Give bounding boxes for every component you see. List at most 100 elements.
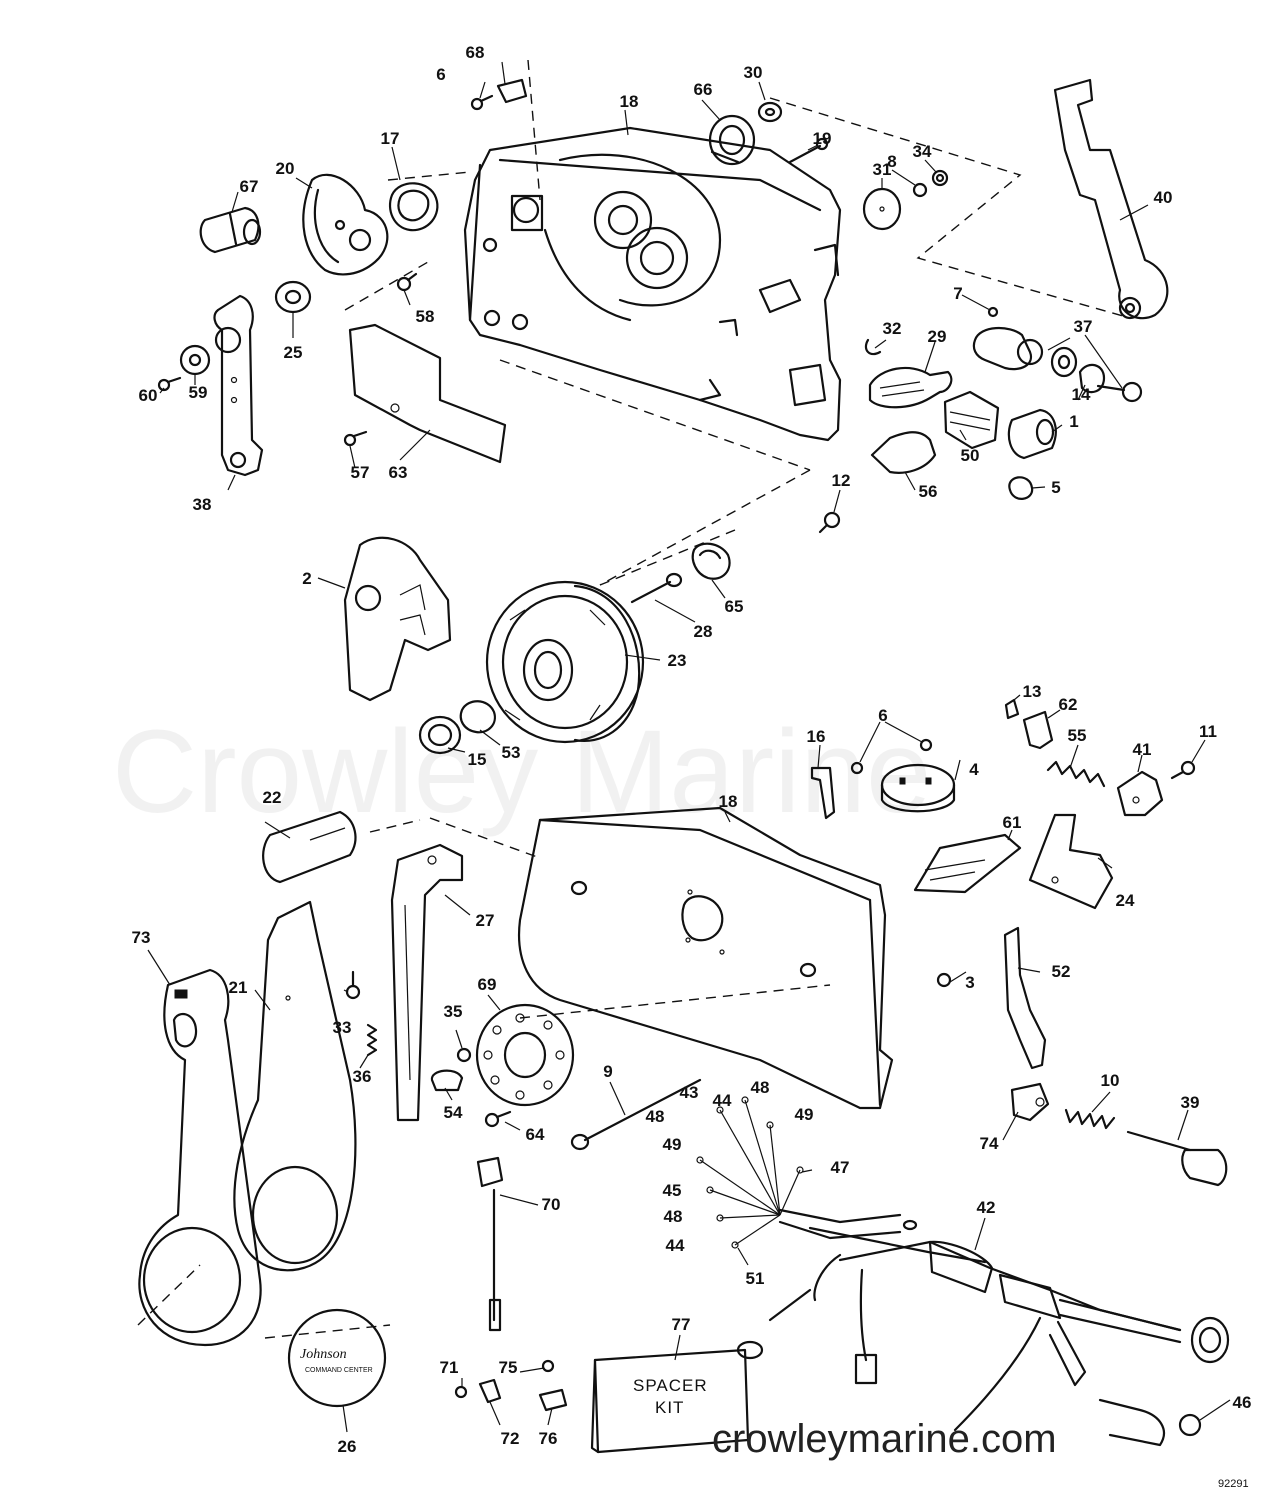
part-19-screw bbox=[788, 137, 829, 164]
callout-10: 10 bbox=[1101, 1071, 1120, 1090]
part-59-washer bbox=[179, 344, 211, 376]
part-68-clip bbox=[496, 78, 528, 104]
callout-31: 31 bbox=[873, 160, 892, 179]
part-32-spring-clip bbox=[864, 338, 882, 356]
part-9-long-screw bbox=[570, 1078, 702, 1151]
callout-37: 37 bbox=[1074, 317, 1093, 336]
callout-41: 41 bbox=[1133, 740, 1152, 759]
part-22-trim-switch-cover bbox=[262, 810, 357, 884]
part-15-bushing bbox=[418, 715, 462, 755]
callout-5: 5 bbox=[1051, 478, 1060, 497]
callout-62: 62 bbox=[1059, 695, 1078, 714]
part-66-bushing bbox=[708, 114, 756, 166]
part-63-cover-plate bbox=[348, 323, 507, 464]
callout-43: 43 bbox=[680, 1083, 699, 1102]
callout-33: 33 bbox=[333, 1018, 352, 1037]
callout-54: 54 bbox=[444, 1103, 463, 1122]
callout-18a: 18 bbox=[620, 92, 639, 111]
part-10-spring bbox=[1064, 1108, 1116, 1130]
callout-67: 67 bbox=[240, 177, 259, 196]
part-57-screw bbox=[343, 430, 368, 447]
callout-55: 55 bbox=[1068, 726, 1087, 745]
part-53-retainer-ring bbox=[459, 700, 496, 734]
part-17-retainer-ring bbox=[388, 182, 439, 232]
part-74-block bbox=[1010, 1082, 1050, 1122]
part-54-clip bbox=[430, 1069, 464, 1092]
callout-28: 28 bbox=[694, 622, 713, 641]
callout-52: 52 bbox=[1052, 962, 1071, 981]
callout-51: 51 bbox=[746, 1269, 765, 1288]
part-23-gear-disc bbox=[485, 580, 645, 744]
callout-24: 24 bbox=[1116, 891, 1135, 910]
callout-35: 35 bbox=[444, 1002, 463, 1021]
callout-66: 66 bbox=[694, 80, 713, 99]
callout-2: 2 bbox=[302, 569, 311, 588]
callout-49b: 49 bbox=[663, 1135, 682, 1154]
callout-34: 34 bbox=[913, 142, 932, 161]
part-35-screw bbox=[456, 1047, 472, 1063]
callout-12: 12 bbox=[832, 471, 851, 490]
part-8-washer bbox=[912, 182, 928, 198]
callout-69: 69 bbox=[478, 975, 497, 994]
callout-13: 13 bbox=[1023, 682, 1042, 701]
part-72-clip bbox=[478, 1378, 502, 1404]
callout-45: 45 bbox=[663, 1181, 682, 1200]
callout-53: 53 bbox=[502, 743, 521, 762]
callout-labels: 6 68 18 66 30 19 8 34 31 40 17 20 67 58 … bbox=[132, 43, 1252, 1456]
part-7-screw bbox=[987, 306, 999, 318]
assembly-dashed-lines bbox=[137, 59, 1131, 1339]
callout-42: 42 bbox=[977, 1198, 996, 1217]
callout-3: 3 bbox=[965, 973, 974, 992]
diagram-code: 92291 bbox=[1218, 1478, 1249, 1490]
spacer-kit-line1: SPACER bbox=[633, 1376, 708, 1395]
callout-57: 57 bbox=[351, 463, 370, 482]
callout-74: 74 bbox=[980, 1134, 999, 1153]
part-52-lever bbox=[1003, 926, 1047, 1070]
part-62-block bbox=[1022, 710, 1054, 750]
part-13-cap bbox=[1004, 698, 1020, 720]
callout-77: 77 bbox=[672, 1315, 691, 1334]
callout-60: 60 bbox=[139, 386, 158, 405]
callout-15: 15 bbox=[468, 750, 487, 769]
part-76-clip bbox=[538, 1388, 568, 1412]
callout-63: 63 bbox=[389, 463, 408, 482]
callout-44a: 44 bbox=[713, 1091, 732, 1110]
logo-subtitle: COMMAND CENTER bbox=[305, 1367, 373, 1374]
callout-71: 71 bbox=[440, 1358, 459, 1377]
part-64-screw bbox=[484, 1110, 512, 1128]
part-73-handle bbox=[138, 968, 262, 1347]
callout-61: 61 bbox=[1003, 813, 1022, 832]
callout-17: 17 bbox=[381, 129, 400, 148]
callout-68: 68 bbox=[466, 43, 485, 62]
part-50-connector bbox=[943, 390, 1000, 450]
part-24-plate bbox=[1028, 813, 1114, 910]
part-38-lever-arm bbox=[213, 294, 264, 477]
part-20-cam-plate bbox=[302, 173, 389, 276]
callout-11: 11 bbox=[1199, 722, 1217, 741]
leader-lines bbox=[147, 61, 1231, 1433]
part-30-nut bbox=[757, 101, 783, 123]
part-65-bushing bbox=[691, 542, 731, 580]
part-77-spacer-kit-box: SPACER KIT bbox=[590, 1348, 750, 1454]
callout-30: 30 bbox=[744, 63, 763, 82]
callout-47: 47 bbox=[831, 1158, 850, 1177]
callout-29: 29 bbox=[928, 327, 947, 346]
callout-27: 27 bbox=[476, 911, 495, 930]
part-6-screw-mid-b bbox=[919, 738, 933, 752]
part-3-screw bbox=[936, 972, 952, 988]
callout-7: 7 bbox=[953, 284, 962, 303]
part-42-wiring-harness bbox=[736, 1208, 1230, 1447]
callout-21: 21 bbox=[229, 978, 248, 997]
watermark: Crowley Marine bbox=[112, 706, 932, 838]
callout-76: 76 bbox=[539, 1429, 558, 1448]
callout-48c: 48 bbox=[664, 1207, 683, 1226]
callout-38: 38 bbox=[193, 495, 212, 514]
part-34-nut bbox=[931, 169, 949, 187]
part-14-washer bbox=[1078, 363, 1106, 394]
part-33-screw bbox=[345, 970, 361, 1000]
website-watermark: crowleymarine.com bbox=[712, 1417, 1057, 1461]
callout-6a: 6 bbox=[436, 65, 445, 84]
callout-44b: 44 bbox=[666, 1236, 685, 1255]
callout-9: 9 bbox=[603, 1062, 612, 1081]
